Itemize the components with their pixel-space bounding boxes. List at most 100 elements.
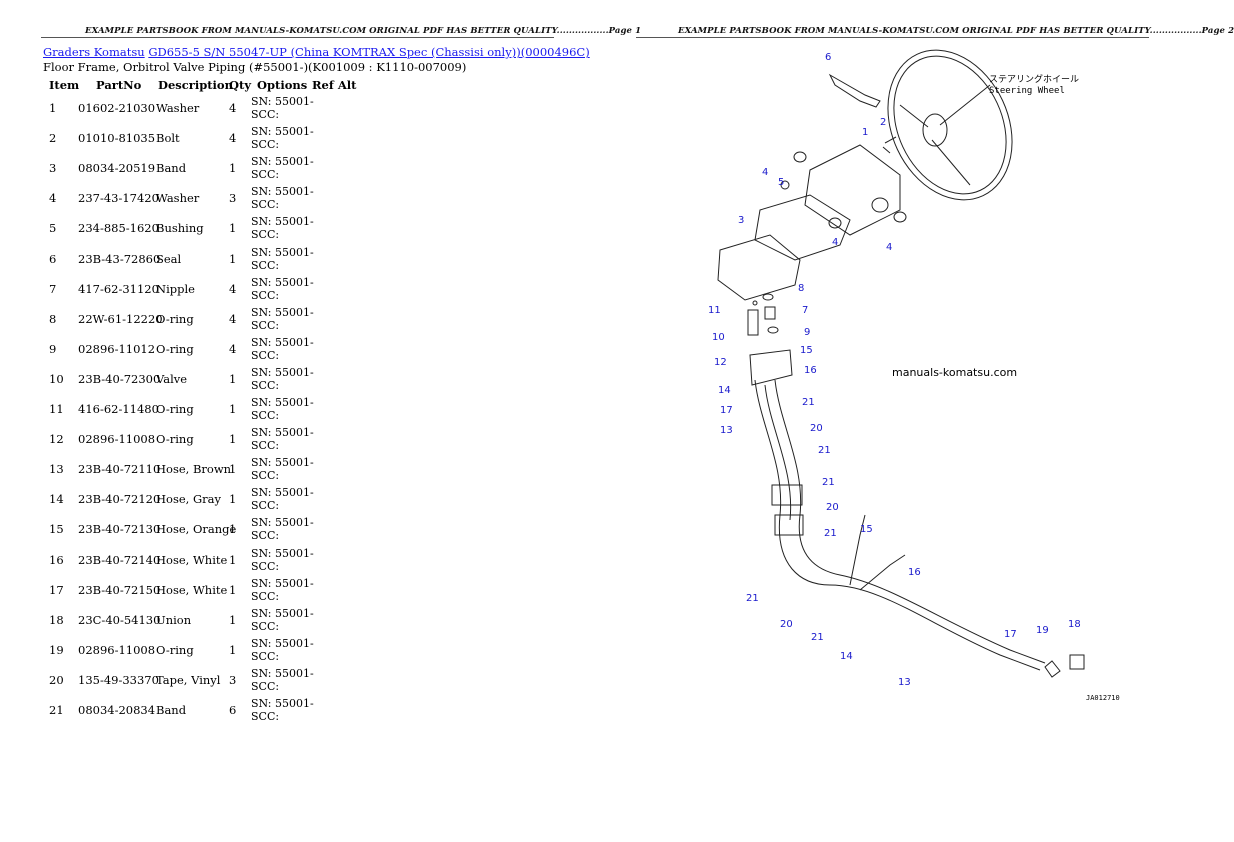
cell-description: Washer [156,191,200,206]
cell-partno: 234-885-1620 [78,221,159,236]
cell-options: SN: 55001- SCC: [251,245,314,272]
callout-label: 2 [880,117,886,128]
cell-item: 7 [49,281,57,296]
valve-fittings-drawing [747,293,793,386]
col-header-qty: Qty [229,78,252,92]
cell-options: SN: 55001- SCC: [251,275,314,302]
parts-diagram: 6 1 2 4 5 3 4 4 8 11 7 10 9 12 15 14 16 … [708,49,1085,688]
cell-options: SN: 55001- SCC: [251,185,314,212]
cell-qty: 4 [229,131,237,146]
cell-description: Union [156,612,192,627]
callout-label: 19 [1036,625,1049,636]
cell-options: SN: 55001- SCC: [251,95,314,121]
callout-label: 21 [822,477,835,488]
callout-label: 18 [1068,619,1081,630]
breadcrumb: Graders Komatsu GD655-5 S/N 55047-UP (Ch… [43,45,590,59]
cell-partno: 08034-20519 [78,161,156,176]
page-subtitle: Floor Frame, Orbitrol Valve Piping (#550… [43,60,467,74]
callout-label: 21 [824,528,837,539]
cell-partno: 02896-11012 [78,341,156,356]
cell-options: SN: 55001- SCC: [251,576,314,603]
cell-partno: 23B-40-72110 [78,462,161,477]
cell-qty: 1 [229,161,237,176]
cell-partno: 23B-40-72130 [78,522,161,537]
cell-qty: 4 [229,281,237,296]
cell-item: 13 [49,462,64,477]
cell-options: SN: 55001- SCC: [251,155,314,182]
col-header-refalt: Ref Alt [312,78,357,92]
callout-label: 15 [800,345,813,356]
callout-label: 21 [811,632,824,643]
callout-label: 14 [718,385,731,396]
header-rule-right [636,37,1149,38]
cell-qty: 4 [229,101,237,115]
cell-partno: 416-62-11480 [78,402,159,416]
cell-options: SN: 55001- SCC: [251,546,314,573]
cell-qty: 3 [229,672,237,687]
callout-label: 1 [862,127,868,138]
cell-item: 10 [49,371,64,386]
cell-item: 3 [49,161,57,176]
cell-partno: 08034-20834 [78,703,156,717]
cell-partno: 23B-40-72150 [78,582,161,597]
cell-options: SN: 55001- SCC: [251,516,314,543]
callout-label: 7 [802,305,808,316]
cell-options: SN: 55001- SCC: [251,666,314,693]
steering-wheel-label-jp: ステアリングホイール [989,75,1080,85]
cell-options: SN: 55001- SCC: [251,125,314,152]
cell-partno: 22W-61-12220 [78,311,163,326]
callout-label: 17 [720,405,733,416]
breadcrumb-link-model[interactable]: GD655-5 S/N 55047-UP (China KOMTRAX Spec… [148,45,590,59]
callout-label: 16 [804,365,817,376]
callout-label: 20 [780,619,793,630]
cell-options: SN: 55001- SCC: [251,215,314,242]
cell-qty: 1 [229,251,237,266]
callout-label: 13 [898,677,911,688]
col-header-item: Item [49,78,80,92]
cell-qty: 4 [229,341,237,356]
callout-label: 21 [818,445,831,456]
steering-wheel-label: ステアリングホイール Steering Wheel [989,75,1079,97]
cell-partno: 417-62-31120 [78,281,159,296]
hose-bundle-drawing [754,379,1085,678]
cell-partno: 23B-40-72120 [78,492,161,507]
callout-label: 13 [720,425,733,436]
cell-qty: 1 [229,432,237,447]
steering-wheel-drawing [887,49,1013,201]
cell-description: Band [156,161,187,176]
callout-label: 8 [798,283,804,294]
cell-options: SN: 55001- SCC: [251,606,314,633]
cell-description: Hose, White [156,582,228,597]
cell-description: O-ring [156,402,194,416]
cell-description: Hose, Orange [156,522,237,537]
cell-item: 16 [49,552,64,567]
callout-label: 4 [762,167,768,178]
cell-item: 11 [49,402,64,416]
cell-qty: 3 [229,191,237,206]
breadcrumb-link-graders[interactable]: Graders Komatsu [43,45,145,59]
cell-partno: 135-49-33370 [78,672,159,687]
callout-label: 12 [714,357,727,368]
cell-description: Hose, White [156,552,228,567]
steering-column-drawing [717,136,907,301]
cell-item: 20 [49,672,64,687]
cell-qty: 1 [229,492,237,507]
cell-item: 9 [49,341,57,356]
cell-item: 14 [49,492,64,507]
figure-code: JA012710 [1086,694,1120,702]
callout-label: 17 [1004,629,1017,640]
cell-description: Washer [156,101,200,115]
callout-label: 14 [840,651,853,662]
cell-description: Band [156,703,187,717]
cell-item: 12 [49,432,64,447]
cell-item: 2 [49,131,57,146]
